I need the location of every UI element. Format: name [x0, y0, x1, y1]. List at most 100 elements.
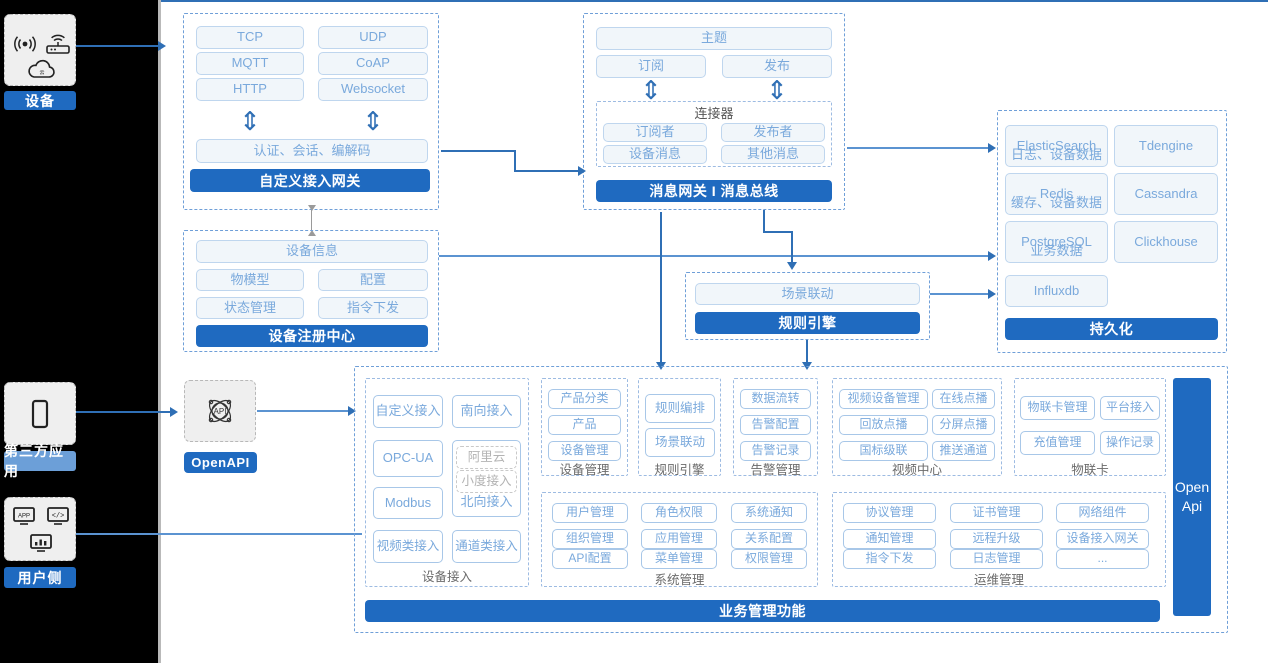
store-name: PostgreSQL	[1021, 233, 1092, 249]
store-influxdb[interactable]: Influxdb	[1005, 275, 1108, 307]
protocol-websocket[interactable]: Websocket	[318, 78, 428, 101]
svg-text:</>: </>	[52, 513, 65, 521]
persistence-title-bar[interactable]: 持久化	[1005, 318, 1218, 340]
business-group-device-mgmt	[541, 378, 628, 476]
biz-device-gateway[interactable]: 设备接入网关	[1056, 529, 1149, 549]
biz-video-access[interactable]: 视频类接入	[373, 530, 443, 563]
biz-app-mgmt[interactable]: 应用管理	[641, 529, 717, 549]
store-tdengine[interactable]: Tdengine	[1114, 125, 1218, 167]
store-clickhouse[interactable]: Clickhouse	[1114, 221, 1218, 263]
store-redis[interactable]: Redis	[1005, 173, 1108, 215]
biz-modbus[interactable]: Modbus	[373, 487, 443, 519]
biz-notice-mgmt[interactable]: 通知管理	[843, 529, 936, 549]
biz-aliyun[interactable]: 阿里云	[456, 446, 517, 469]
biz-menu-mgmt[interactable]: 菜单管理	[641, 549, 717, 569]
biz-more[interactable]: ...	[1056, 549, 1149, 569]
message-topic[interactable]: 主题	[596, 27, 832, 50]
biz-relation-cfg[interactable]: 关系配置	[731, 529, 807, 549]
protocol-udp[interactable]: UDP	[318, 26, 428, 49]
registry-title-bar[interactable]: 设备注册中心	[196, 325, 428, 347]
message-bus-group	[583, 13, 845, 210]
message-publish[interactable]: 发布	[722, 55, 832, 78]
biz-rule-orchestration[interactable]: 规则编排	[645, 394, 715, 423]
registry-thing-model[interactable]: 物模型	[196, 269, 304, 291]
connector-other-msg[interactable]: 其他消息	[721, 145, 825, 164]
connector-subscriber[interactable]: 订阅者	[603, 123, 707, 142]
biz-push-channel[interactable]: 推送通道	[932, 441, 995, 461]
biz-network-comp[interactable]: 网络组件	[1056, 503, 1149, 523]
rule-to-persistence-line	[930, 293, 992, 295]
chart-monitor-icon	[30, 534, 52, 552]
biz-cert-mgmt[interactable]: 证书管理	[950, 503, 1043, 523]
gateway-auth-session-codec[interactable]: 认证、会话、编解码	[196, 139, 428, 163]
bus-to-rule-v2	[791, 231, 793, 263]
biz-online-play[interactable]: 在线点播	[932, 389, 995, 409]
business-title-bar[interactable]: 业务管理功能	[365, 600, 1160, 622]
biz-recharge-mgmt[interactable]: 充值管理	[1020, 431, 1095, 455]
biz-device-mgmt[interactable]: 设备管理	[548, 441, 621, 461]
openapi-to-business-line	[257, 410, 352, 412]
cloud-icon: 云	[28, 59, 55, 78]
biz-data-flow[interactable]: 数据流转	[740, 389, 811, 409]
registry-device-info[interactable]: 设备信息	[196, 240, 428, 263]
registry-to-persistence-line	[439, 255, 992, 257]
rule-engine-title-bar[interactable]: 规则引擎	[695, 312, 920, 334]
biz-api-config[interactable]: API配置	[552, 549, 628, 569]
protocol-tcp[interactable]: TCP	[196, 26, 304, 49]
arrow-thirdparty-to-openapi	[76, 411, 172, 413]
message-subscribe[interactable]: 订阅	[596, 55, 706, 78]
biz-gb-cascade[interactable]: 国标级联	[839, 441, 928, 461]
biz-opc-ua[interactable]: OPC-UA	[373, 440, 443, 477]
connector-device-msg[interactable]: 设备消息	[603, 145, 707, 164]
biz-operation-log[interactable]: 操作记录	[1100, 431, 1160, 455]
biz-southbound[interactable]: 南向接入	[452, 395, 521, 428]
biz-video-device-mgmt[interactable]: 视频设备管理	[839, 389, 928, 409]
biz-sys-notice[interactable]: 系统通知	[731, 503, 807, 523]
registry-group	[183, 230, 439, 352]
biz-product[interactable]: 产品	[548, 415, 621, 435]
biz-alarm-config[interactable]: 告警配置	[740, 415, 811, 435]
biz-xiaodu[interactable]: 小度接入	[456, 470, 517, 493]
gateway-to-registry-arrow	[307, 205, 316, 211]
biz-user-mgmt[interactable]: 用户管理	[552, 503, 628, 523]
signal-wave-icon	[14, 36, 36, 52]
biz-platform-access[interactable]: 平台接入	[1100, 396, 1160, 420]
store-cassandra[interactable]: Cassandra	[1114, 173, 1218, 215]
store-postgresql[interactable]: PostgreSQL	[1005, 221, 1108, 263]
arrowhead-persistence-mid	[988, 251, 996, 261]
biz-command-dispatch[interactable]: 指令下发	[843, 549, 936, 569]
biz-alarm-record[interactable]: 告警记录	[740, 441, 811, 461]
line-userside-to-business	[76, 533, 362, 535]
mobile-phone-icon	[31, 399, 49, 428]
openapi-badge[interactable]: OpenAPI	[184, 452, 257, 473]
biz-org-mgmt[interactable]: 组织管理	[552, 529, 628, 549]
message-bus-title-bar[interactable]: 消息网关 I 消息总线	[596, 180, 832, 202]
biz-product-category[interactable]: 产品分类	[548, 389, 621, 409]
arrowhead-thirdparty	[170, 407, 178, 417]
rule-engine-group	[685, 272, 930, 340]
store-elasticsearch[interactable]: ElasticSearch	[1005, 125, 1108, 167]
gateway-title-bar[interactable]: 自定义接入网关	[190, 169, 430, 192]
top-border-line	[160, 0, 1268, 2]
biz-channel-access[interactable]: 通道类接入	[452, 530, 521, 563]
biz-split-screen-play[interactable]: 分屏点播	[932, 415, 995, 435]
rule-scene-linkage[interactable]: 场景联动	[695, 283, 920, 305]
biz-perm-mgmt[interactable]: 权限管理	[731, 549, 807, 569]
protocol-mqtt[interactable]: MQTT	[196, 52, 304, 75]
biz-protocol-mgmt[interactable]: 协议管理	[843, 503, 936, 523]
business-label-device-access: 设备接入	[421, 569, 472, 584]
connector-publisher[interactable]: 发布者	[721, 123, 825, 142]
biz-log-mgmt[interactable]: 日志管理	[950, 549, 1043, 569]
biz-role-perm[interactable]: 角色权限	[641, 503, 717, 523]
registry-command[interactable]: 指令下发	[318, 297, 428, 319]
biz-iot-card-mgmt[interactable]: 物联卡管理	[1020, 396, 1095, 420]
open-api-vertical-bar[interactable]: Open Api	[1173, 378, 1211, 616]
registry-state-mgmt[interactable]: 状态管理	[196, 297, 304, 319]
registry-config[interactable]: 配置	[318, 269, 428, 291]
protocol-coap[interactable]: CoAP	[318, 52, 428, 75]
protocol-http[interactable]: HTTP	[196, 78, 304, 101]
biz-playback[interactable]: 回放点播	[839, 415, 928, 435]
biz-remote-upgrade[interactable]: 远程升级	[950, 529, 1043, 549]
biz-custom-access[interactable]: 自定义接入	[373, 395, 443, 428]
biz-scene-linkage[interactable]: 场景联动	[645, 428, 715, 457]
